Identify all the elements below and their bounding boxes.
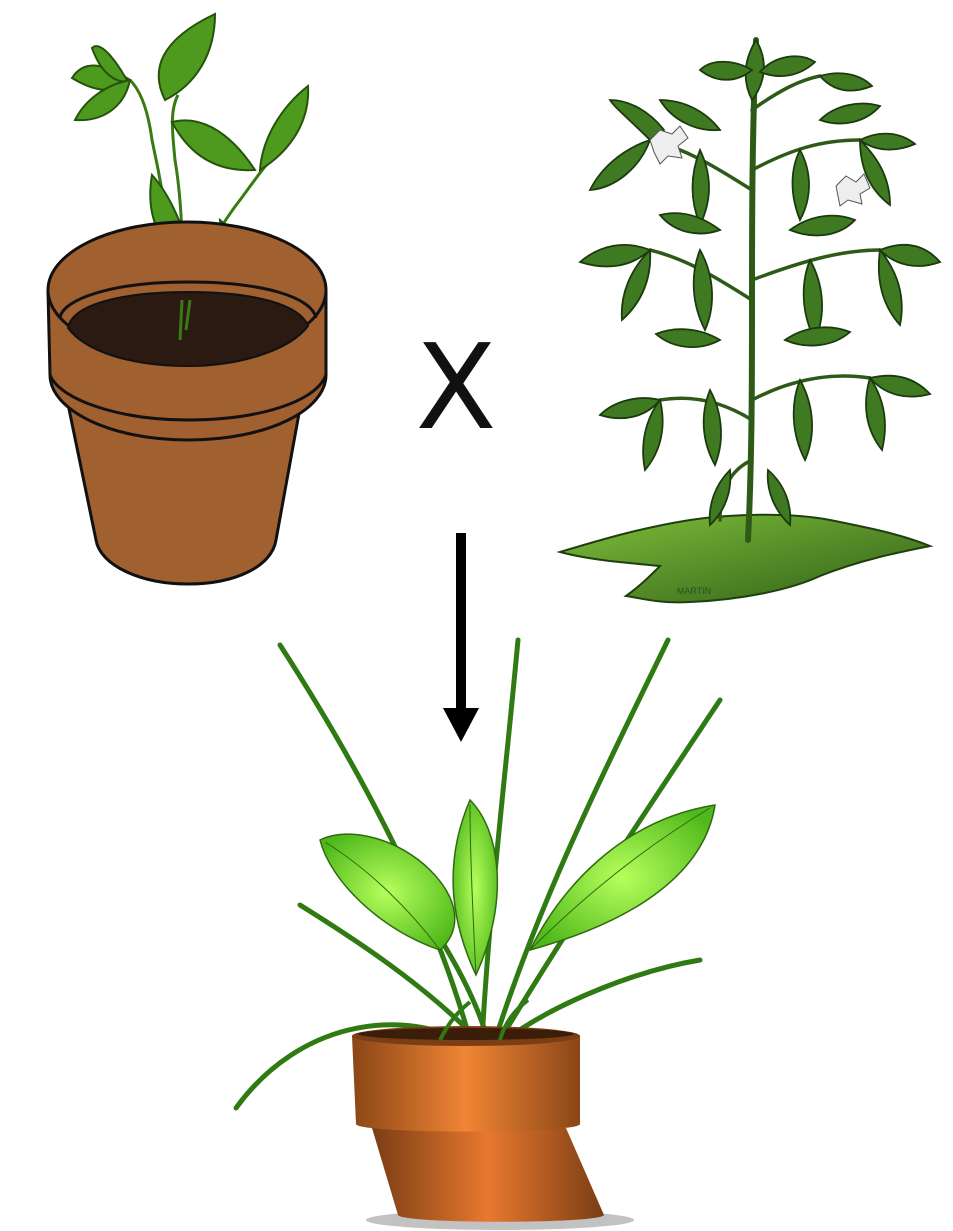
cross-symbol: X [416, 318, 497, 456]
potted-houseplant-icon [236, 640, 720, 1230]
leafy-flowering-plant-icon: MARTIN [560, 40, 940, 602]
potted-seedling-icon [48, 14, 326, 584]
down-arrow-icon [443, 533, 479, 742]
artist-credit: MARTIN [677, 586, 711, 596]
